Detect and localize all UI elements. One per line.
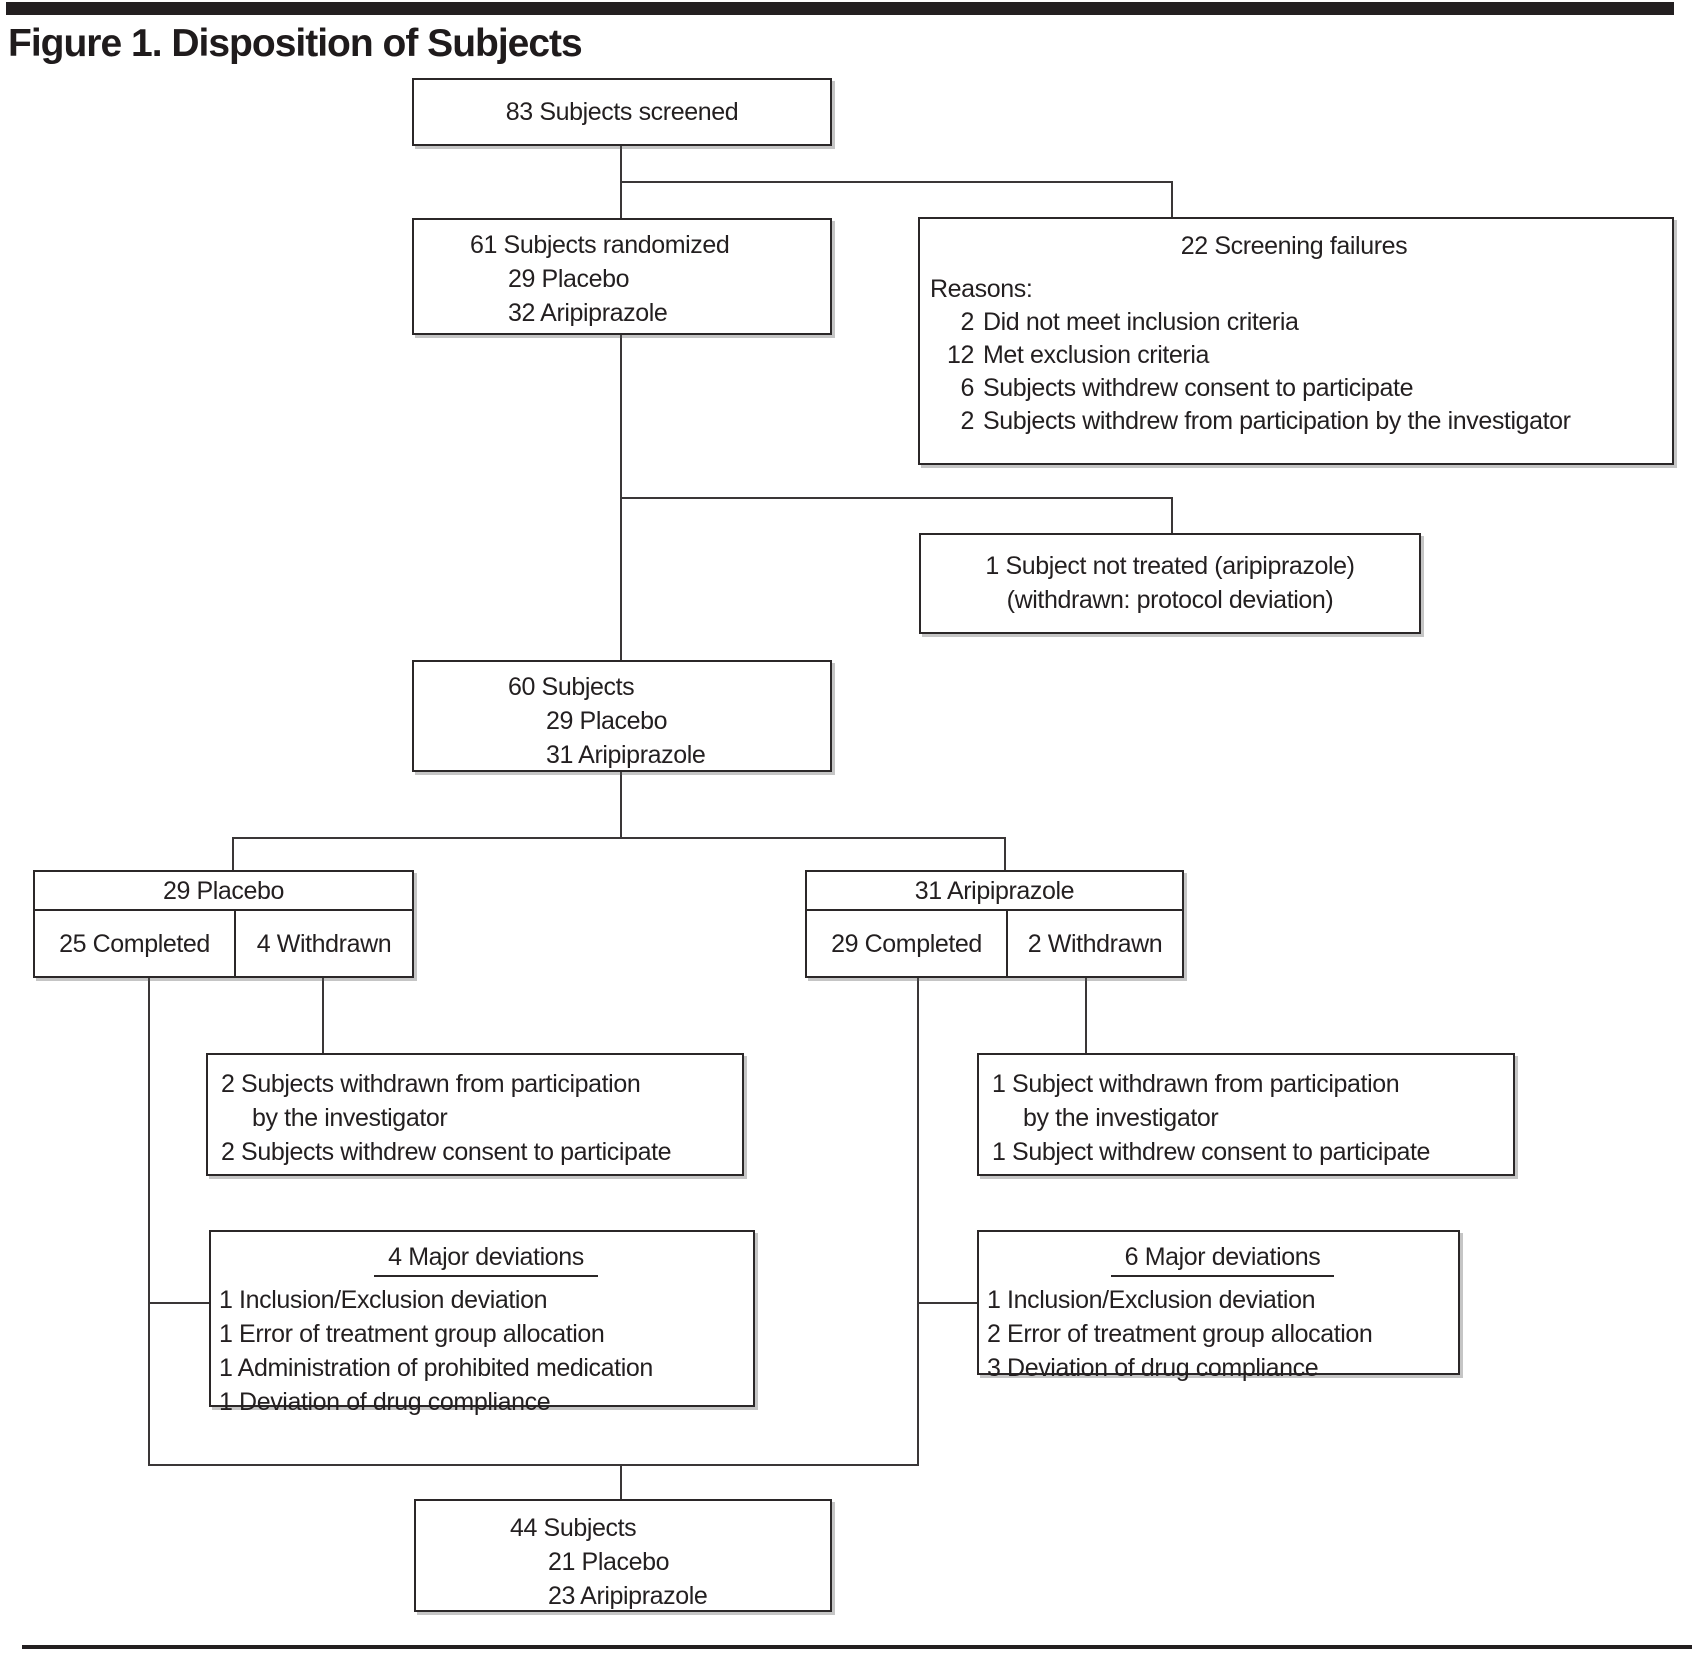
aripiprazole-completed-cell: 29 Completed <box>807 911 1008 976</box>
aripiprazole-group-row: 29 Completed 2 Withdrawn <box>807 911 1182 976</box>
screening-failure-reason: 2 Subjects withdrew from participation b… <box>930 405 1658 438</box>
placebo-withdrawal-line1: 2 Subjects withdrawn from participation <box>221 1070 641 1098</box>
reason-text: Subjects withdrew consent to participate <box>983 374 1414 402</box>
aripiprazole-deviations-title: 6 Major deviations <box>1110 1240 1335 1277</box>
aripiprazole-withdrawn-cell: 2 Withdrawn <box>1008 911 1182 976</box>
connector-to-aripiprazole-group <box>1004 837 1006 871</box>
reason-count: 12 <box>946 341 974 369</box>
randomized-total: 61 Subjects randomized <box>470 231 730 259</box>
connector-stub-placebo-deviations <box>150 1302 210 1304</box>
reason-text: Met exclusion criteria <box>983 341 1210 369</box>
box-subject-not-treated: 1 Subject not treated (aripiprazole) (wi… <box>919 533 1421 634</box>
placebo-completed-cell: 25 Completed <box>35 911 236 976</box>
connector-to-not-treated <box>1171 497 1173 534</box>
placebo-withdrawn-label: 4 Withdrawn <box>256 929 392 958</box>
randomized-placebo: 29 Placebo <box>508 265 630 293</box>
reason-text: Subjects withdrew from participation by … <box>983 407 1571 435</box>
reason-count: 2 <box>960 308 974 336</box>
placebo-deviation-item: 1 Administration of prohibited medicatio… <box>219 1354 653 1382</box>
placebo-group-header: 29 Placebo <box>35 872 412 911</box>
placebo-withdrawn-cell: 4 Withdrawn <box>236 911 412 976</box>
placebo-group-row: 25 Completed 4 Withdrawn <box>35 911 412 976</box>
connector-to-placebo-group <box>232 837 234 871</box>
placebo-deviation-item: 1 Error of treatment group allocation <box>219 1320 605 1348</box>
screening-failure-reason: 6 Subjects withdrew consent to participa… <box>930 372 1658 405</box>
connector-randomized-branch <box>620 497 1173 499</box>
aripiprazole-deviations-header: 6 Major deviations <box>987 1240 1458 1277</box>
connector-to-screening-failures <box>1171 181 1173 218</box>
box-screening-failures: 22 Screening failures Reasons: 2 Did not… <box>918 217 1674 465</box>
aripiprazole-withdrawal-line3: 1 Subject withdrew consent to participat… <box>992 1138 1431 1166</box>
screening-failure-reason: 2 Did not meet inclusion criteria <box>930 306 1658 339</box>
connector-aripiprazole-completed-down <box>917 978 919 1466</box>
connector-placebo-completed-down <box>148 978 150 1466</box>
screening-failures-title: 22 Screening failures <box>1180 232 1408 260</box>
connector-to-completers <box>620 1464 622 1500</box>
box-placebo-group: 29 Placebo 25 Completed 4 Withdrawn <box>33 870 414 978</box>
reason-count: 6 <box>960 374 974 402</box>
connector-stub-aripiprazole-deviations <box>919 1302 978 1304</box>
box-aripiprazole-withdrawal-reasons: 1 Subject withdrawn from participation b… <box>977 1053 1515 1176</box>
aripiprazole-completed-label: 29 Completed <box>831 929 982 958</box>
aripiprazole-group-label: 31 Aripiprazole <box>914 876 1075 905</box>
placebo-group-label: 29 Placebo <box>162 876 285 905</box>
connector-aripiprazole-withdrawn-down <box>1085 978 1087 1054</box>
reason-count: 2 <box>960 407 974 435</box>
not-treated-line1: 1 Subject not treated (aripiprazole) <box>985 552 1355 580</box>
box-subjects-screened: 83 Subjects screened <box>412 78 832 146</box>
box-aripiprazole-major-deviations: 6 Major deviations 1 Inclusion/Exclusion… <box>977 1230 1460 1382</box>
top-rule <box>6 2 1674 15</box>
aripiprazole-deviation-item: 3 Deviation of drug compliance <box>987 1354 1319 1382</box>
connector-screened-branch <box>620 181 1173 183</box>
placebo-deviation-item: 1 Inclusion/Exclusion deviation <box>219 1286 548 1314</box>
completers-placebo: 21 Placebo <box>548 1548 670 1576</box>
aripiprazole-withdrawal-line2: by the investigator <box>1023 1104 1219 1132</box>
aripiprazole-deviation-item: 2 Error of treatment group allocation <box>987 1320 1373 1348</box>
box-placebo-withdrawal-reasons: 2 Subjects withdrawn from participation … <box>206 1053 744 1176</box>
aripiprazole-deviation-item: 1 Inclusion/Exclusion deviation <box>987 1286 1316 1314</box>
placebo-withdrawal-line3: 2 Subjects withdrew consent to participa… <box>221 1138 672 1166</box>
aripiprazole-withdrawn-label: 2 Withdrawn <box>1027 929 1163 958</box>
connector-treated-down <box>620 772 622 839</box>
treated-total: 60 Subjects <box>508 673 635 701</box>
completers-aripiprazole: 23 Aripiprazole <box>548 1582 708 1610</box>
placebo-withdrawal-line2: by the investigator <box>252 1104 448 1132</box>
treated-placebo: 29 Placebo <box>546 707 668 735</box>
box-subjects-treated: 60 Subjects 29 Placebo 31 Aripiprazole <box>412 660 832 772</box>
bottom-rule <box>22 1645 1692 1649</box>
aripiprazole-group-header: 31 Aripiprazole <box>807 872 1182 911</box>
aripiprazole-withdrawal-line1: 1 Subject withdrawn from participation <box>992 1070 1400 1098</box>
box-completers: 44 Subjects 21 Placebo 23 Aripiprazole <box>414 1499 832 1612</box>
completers-total: 44 Subjects <box>510 1514 637 1542</box>
placebo-deviations-title: 4 Major deviations <box>374 1240 598 1277</box>
figure-title: Figure 1. Disposition of Subjects <box>8 22 583 65</box>
placebo-deviation-item: 1 Deviation of drug compliance <box>219 1388 551 1416</box>
screening-failure-reason: 12 Met exclusion criteria <box>930 339 1658 372</box>
subjects-screened-label: 83 Subjects screened <box>505 98 739 126</box>
reason-text: Did not meet inclusion criteria <box>983 308 1299 336</box>
screening-failures-reasons-label: Reasons: <box>930 275 1033 303</box>
randomized-aripiprazole: 32 Aripiprazole <box>508 299 668 327</box>
connector-join-completers <box>148 1464 919 1466</box>
box-subjects-randomized: 61 Subjects randomized 29 Placebo 32 Ari… <box>412 218 832 335</box>
box-aripiprazole-group: 31 Aripiprazole 29 Completed 2 Withdrawn <box>805 870 1184 978</box>
placebo-deviations-header: 4 Major deviations <box>219 1240 753 1277</box>
not-treated-line2: (withdrawn: protocol deviation) <box>1006 586 1334 614</box>
box-placebo-major-deviations: 4 Major deviations 1 Inclusion/Exclusion… <box>209 1230 755 1416</box>
connector-placebo-withdrawn-down <box>322 978 324 1054</box>
placebo-completed-label: 25 Completed <box>59 929 210 958</box>
connector-arm-split <box>232 837 1006 839</box>
treated-aripiprazole: 31 Aripiprazole <box>546 741 706 769</box>
